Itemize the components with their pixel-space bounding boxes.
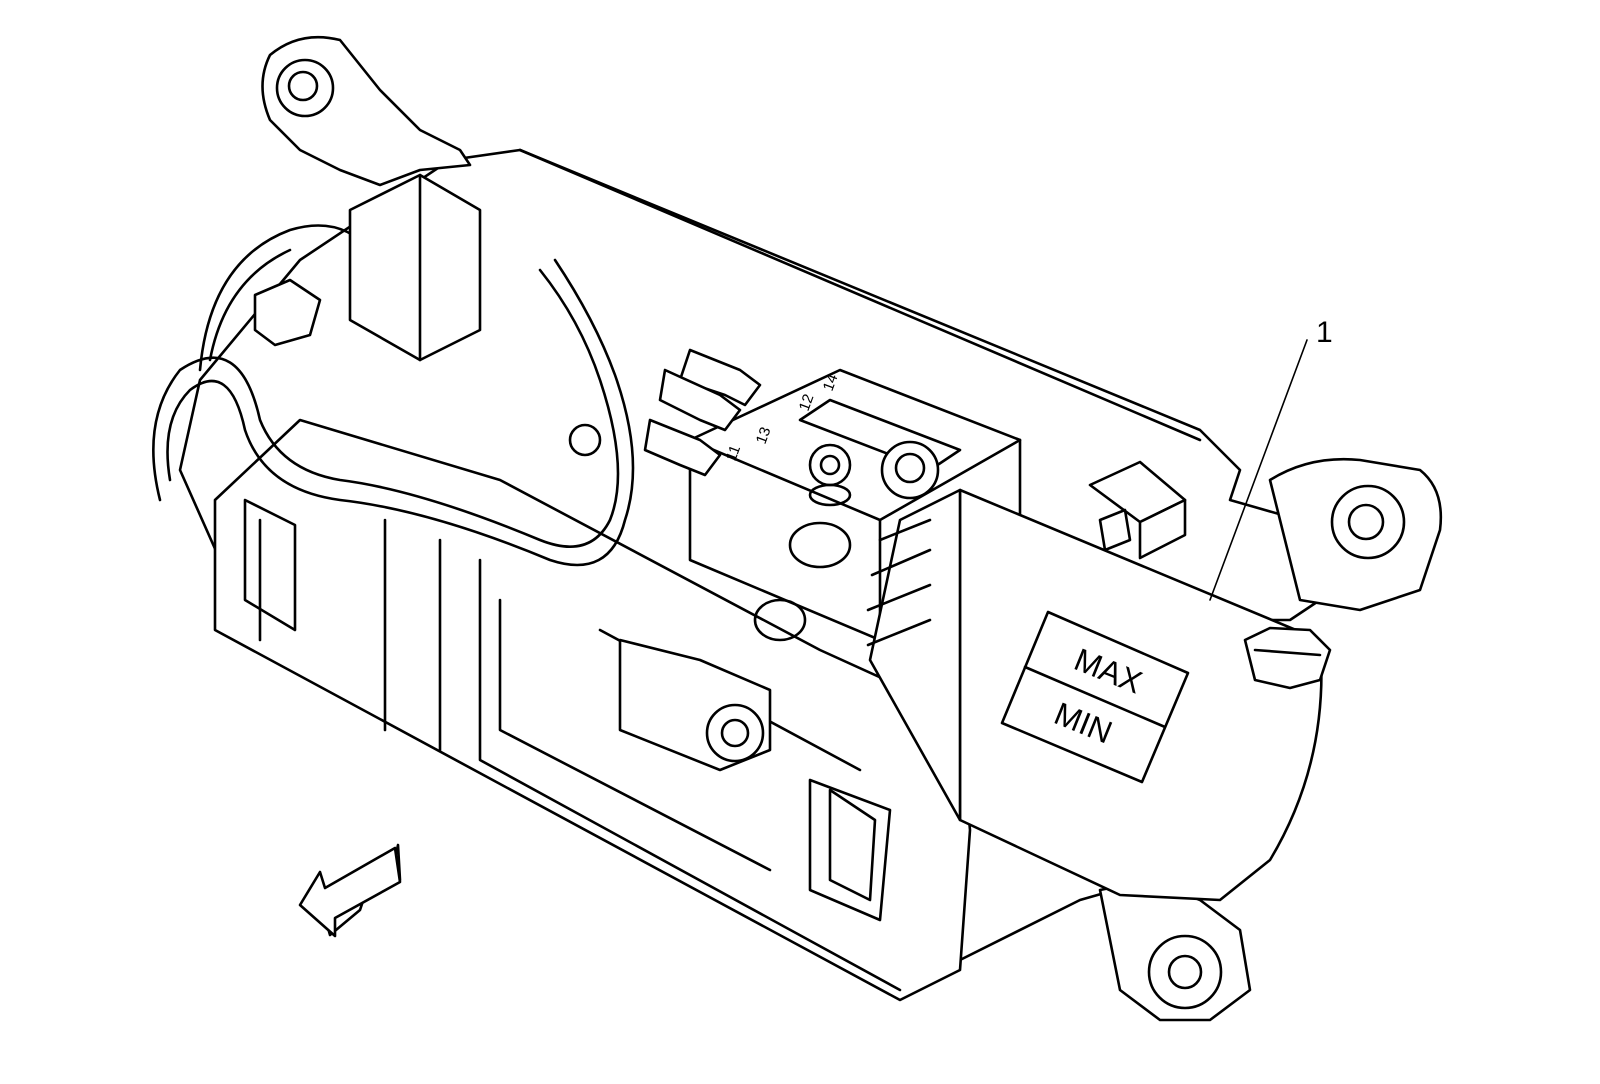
port-labels: 14 12 13 11 (723, 372, 842, 463)
port-label-11: 11 (723, 443, 744, 463)
wiring-harness (152, 173, 635, 567)
port-fittings (568, 348, 762, 477)
mounting-tab-right (1268, 457, 1443, 612)
front-bracket (618, 638, 772, 772)
reservoir-cap (1243, 626, 1332, 690)
port-label-12: 12 (796, 392, 818, 413)
callout-leader-line (1209, 339, 1308, 601)
mounting-tab-bottom-right (1098, 878, 1252, 1022)
callout-1: 1 (1209, 316, 1333, 601)
mounting-tab-top-left (261, 35, 472, 187)
port-label-14: 14 (820, 372, 842, 393)
connector-right (1088, 460, 1187, 560)
port-label-13: 13 (753, 425, 775, 446)
callout-number: 1 (1316, 316, 1333, 349)
direction-arrow-icon (298, 843, 402, 938)
level-label-plate: MAX MIN (1000, 610, 1190, 784)
